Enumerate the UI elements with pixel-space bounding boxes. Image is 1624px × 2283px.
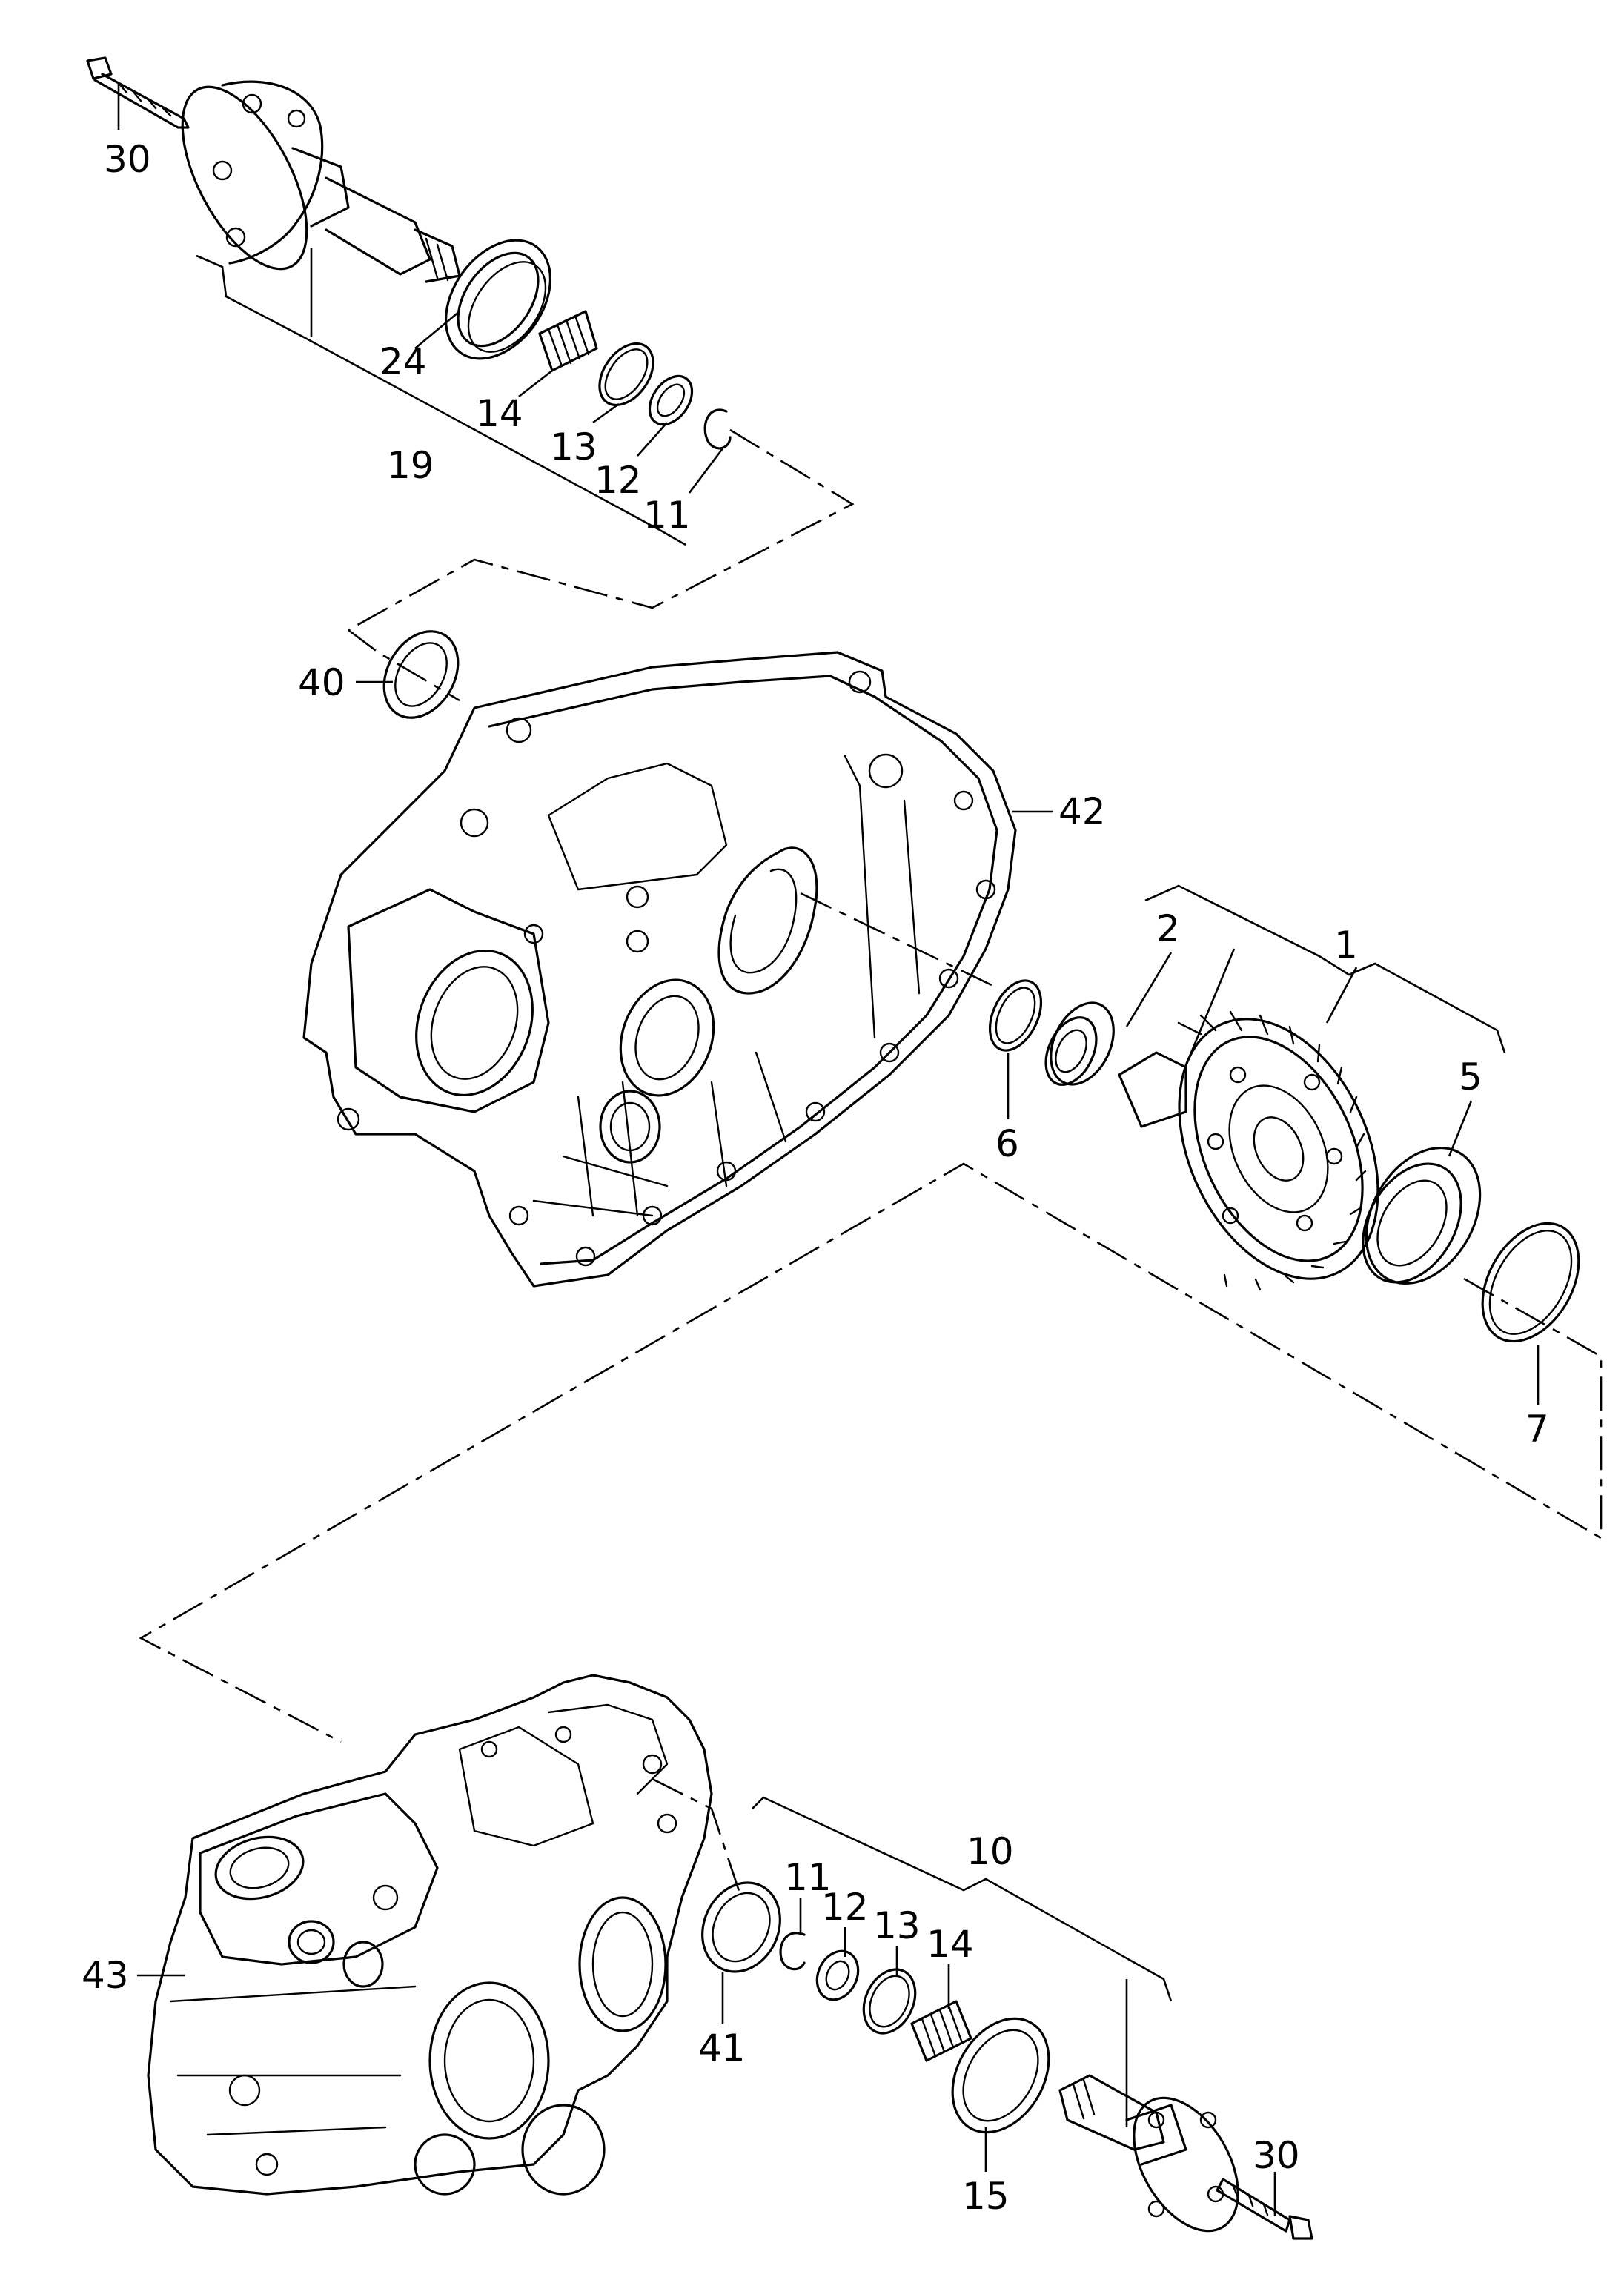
callout-14-lower: 14: [927, 1923, 974, 1966]
callout-12-lower: 12: [821, 1886, 869, 1929]
callout-19: 19: [387, 444, 434, 487]
callout-2: 2: [1156, 907, 1180, 950]
callout-7: 7: [1525, 1408, 1549, 1451]
differential-1: [1118, 1010, 1379, 1291]
callout-42: 42: [1058, 790, 1106, 833]
washer-12-lower: [815, 1949, 860, 2001]
ring-13-lower: [862, 1968, 917, 2035]
callout-11-lower: 11: [784, 1856, 832, 1899]
callout-5: 5: [1459, 1056, 1482, 1099]
spring-14-lower: [910, 2000, 972, 2062]
washer-12-upper: [648, 374, 694, 426]
ring-13-upper: [598, 342, 654, 407]
callout-13-lower: 13: [873, 1904, 921, 1947]
housing-42: [302, 651, 1017, 1288]
flange-shaft-lower: [1058, 2074, 1239, 2233]
callout-12-upper: 12: [594, 459, 642, 502]
seal-15: [951, 2017, 1050, 2134]
seal-24: [444, 239, 552, 360]
callout-13-upper: 13: [550, 425, 597, 468]
callout-15: 15: [962, 2175, 1010, 2218]
callout-30-lower: 30: [1253, 2134, 1300, 2177]
bearing-2: [1044, 1001, 1115, 1086]
seal-40: [382, 630, 460, 719]
callout-30-upper: 30: [104, 138, 151, 181]
gearbox-43: [147, 1674, 713, 2196]
bolt-30-upper: [86, 56, 190, 129]
callout-14-upper: 14: [476, 392, 523, 435]
circlip-11-upper: [703, 408, 732, 450]
callout-11-upper: 11: [643, 494, 691, 537]
shim-7: [1481, 1222, 1580, 1343]
callout-10: 10: [967, 1830, 1014, 1873]
seal-41: [701, 1881, 781, 1973]
flange-shaft-upper: [181, 80, 461, 283]
callout-1: 1: [1334, 924, 1358, 967]
callout-43: 43: [82, 1954, 129, 1997]
spring-14-upper: [538, 310, 598, 372]
callout-6: 6: [995, 1122, 1019, 1165]
callout-24: 24: [380, 340, 427, 383]
circlip-11-lower: [779, 1932, 806, 1971]
callout-41: 41: [698, 2027, 746, 2070]
callout-40: 40: [298, 661, 345, 704]
shim-6: [988, 979, 1043, 1052]
bearing-5: [1362, 1146, 1482, 1285]
bolt-30-lower: [1216, 2178, 1313, 2240]
